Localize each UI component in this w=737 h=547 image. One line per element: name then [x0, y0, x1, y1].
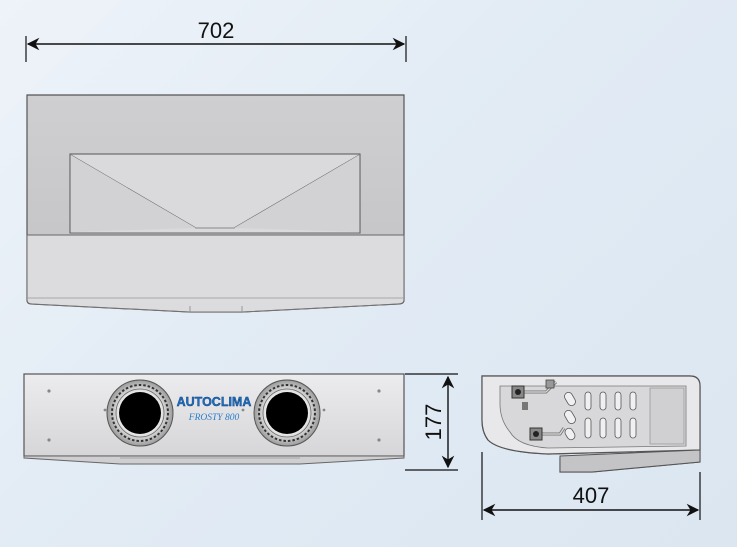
side-grille	[564, 391, 637, 441]
width-dimension: 702	[25, 18, 407, 62]
width-label: 702	[198, 18, 235, 43]
fan-right	[253, 379, 321, 447]
front-view-body	[23, 373, 405, 457]
brand-logo: AUTOCLIMA	[177, 395, 252, 409]
model-name: FROSTY 800	[188, 413, 240, 423]
top-view-front-strip	[26, 234, 405, 313]
front-view: AUTOCLIMA FROSTY 800 177	[23, 373, 458, 471]
height-dimension: 177	[405, 373, 458, 471]
front-screws	[47, 389, 381, 442]
depth-label: 407	[573, 483, 610, 508]
depth-dimension: 407	[481, 452, 701, 520]
side-fittings	[511, 379, 566, 441]
height-label: 177	[421, 404, 446, 441]
fan-left	[106, 379, 174, 447]
top-view: 702	[25, 18, 407, 313]
side-view: 407	[481, 375, 701, 520]
top-vent-panel	[69, 153, 361, 234]
